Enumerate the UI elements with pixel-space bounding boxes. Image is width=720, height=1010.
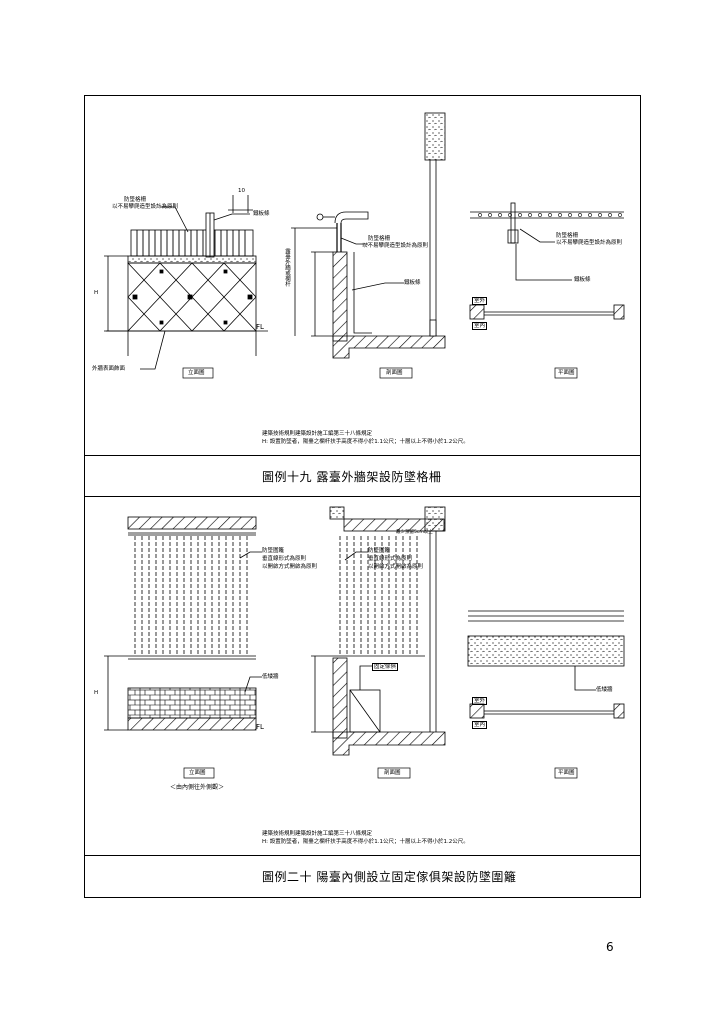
fig19-note-1: 建築技術規則建築設計施工編第三十八條規定 [262,431,373,437]
fig20-note-2: H: 設置防墜者，陽臺之欄杆扶手高度不得小於1.1公尺；十層以上不得小於1.2公… [262,839,469,845]
fig19-section-grille-label: 防墜格柵 [368,236,391,242]
fig19-plan-grille-label: 防墜格柵 [556,233,579,239]
fig20-section-fence-label: 防墜圍籬 [368,548,391,554]
fig20-elevation [104,516,262,731]
fig20-note-1: 建築技術規則建築設計施工編第三十八條規定 [262,831,373,837]
figure-19-caption-divider [84,455,641,456]
fig19-plan-outdoor: 室外 [472,297,488,305]
fig20-plan-outdoor: 室外 [472,697,488,705]
fig20-top-note: 最少預留5cm以上 [396,530,433,535]
fig19-fl-label: FL [256,323,264,331]
fig20-section-fence-note-2: 以開啟方式開啟為原則 [368,564,424,570]
fig20-fence-label: 防墜圍籬 [262,548,285,554]
fig19-dim-10: 10 [238,188,245,194]
fig19-plan-grille-note: 以不易攀爬造型設計為原則 [556,240,623,246]
fig19-plan-steel-plate: 鐵板條 [574,277,591,283]
fig19-section [291,112,446,359]
fig19-note-2: H: 設置防墜者，陽臺之欄杆扶手高度不得小於1.1公尺；十層以上不得小於1.2公… [262,439,469,445]
fig20-plan-title: 平面圖 [558,770,575,776]
fig19-section-title-box [379,367,413,379]
fig19-plan [469,202,625,320]
fig19-wall-finish-label: 外牆表面飾面 [92,366,126,372]
fig19-caption: 圖例十九 露臺外牆架設防墜格柵 [262,470,442,484]
figure-20-caption-divider [84,855,641,856]
fig19-steel-plate-label: 鐵板條 [253,211,270,217]
figure-20-frame [84,496,641,898]
fig19-elevation [104,195,268,370]
fig20-elevation-title: 立面圖 [189,770,206,776]
fig20-elevation-title-box [183,767,215,779]
fig19-plan-title: 平面圖 [558,370,575,376]
fig20-plan [467,610,625,719]
fig20-fence-note-1: 垂直線形式為原則 [262,556,307,562]
fig19-side-vertical-label: 露臺外牆或欄杆 [284,248,290,287]
fig19-section-grille-note: 以不易攀爬造型設計為原則 [362,243,429,249]
fig20-caption: 圖例二十 陽臺內側設立固定傢俱架設防墜圍籬 [262,870,517,884]
fig20-section-title-box [377,767,411,779]
page-number: 6 [606,940,614,954]
fig20-parapet-label: 低矮牆 [262,674,279,680]
fig19-elevation-title-box [182,367,214,379]
fig20-plan-title-box [554,767,578,779]
fig20-section [311,506,446,756]
fig20-elevation-subtitle: ＜由內側往外側觀＞ [170,784,225,791]
fig20-plan-indoor: 室內 [472,721,488,729]
fig20-fixed-furniture-label: 固定傢俱 [372,663,399,671]
fig19-h-label: H [94,290,99,296]
fig20-h-label: H [94,690,99,696]
fig19-grille-note: 以不易攀爬造型設計為原則 [112,204,179,210]
fig19-plan-indoor: 室內 [472,322,488,330]
fig19-elevation-title: 立面圖 [188,370,205,376]
fig19-section-steel-plate: 鐵板條 [404,280,421,286]
fig20-fl-label: FL [256,723,264,731]
fig20-section-fence-note-1: 垂直線形式為原則 [368,556,413,562]
fig20-section-title: 剖面圖 [384,770,401,776]
fig20-plan-parapet: 低矮牆 [596,687,613,693]
fig20-fence-note-2: 以開啟方式開啟為原則 [262,564,318,570]
fig19-grille-label: 防墜格柵 [124,197,147,203]
fig19-plan-title-box [554,367,578,379]
fig19-section-title: 剖面圖 [386,370,403,376]
